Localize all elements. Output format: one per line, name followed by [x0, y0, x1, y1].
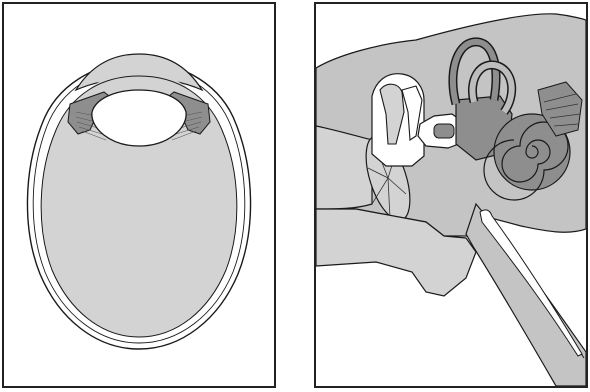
- ear-diagram: [316, 4, 586, 386]
- ear-canal: [316, 126, 372, 209]
- ear-panel: [314, 2, 588, 388]
- eye-diagram: [4, 4, 274, 386]
- ear-oval-window: [434, 124, 454, 138]
- eye-panel: [2, 2, 276, 388]
